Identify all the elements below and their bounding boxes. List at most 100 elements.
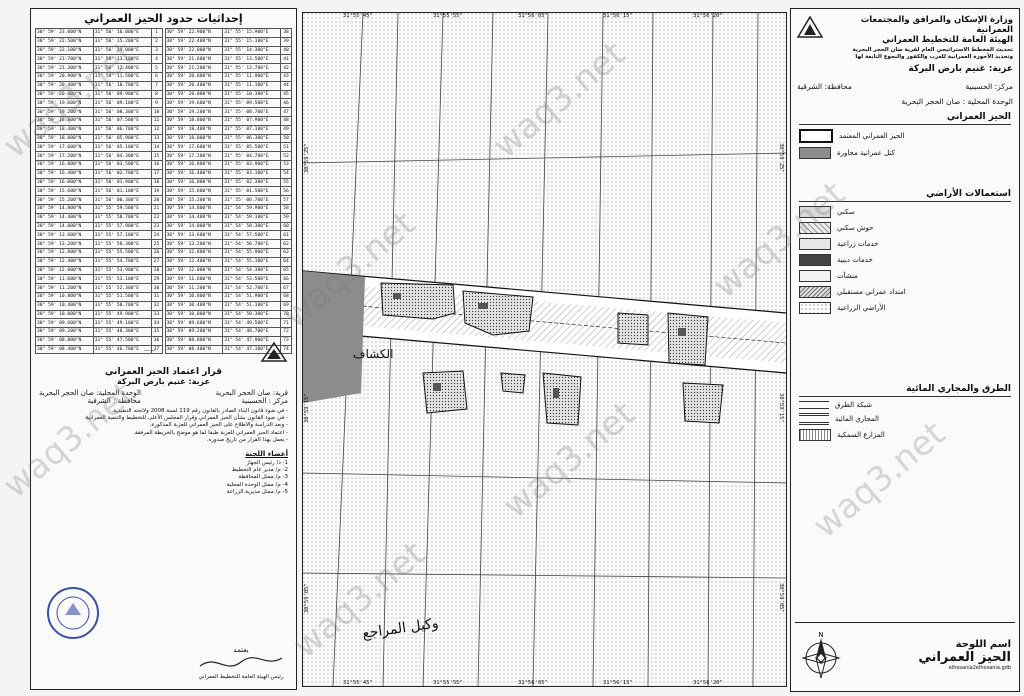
ministry-name: وزارة الإسكان والمرافق والمجتمعات العمرا… <box>860 15 1013 35</box>
decree-paragraph: - في ضوء القانون بشأن الحيز العمراني وقر… <box>84 415 288 422</box>
bottom-tick: 31°56'05" <box>518 680 548 686</box>
map-panel[interactable]: الكشاف وكيل المراجع 31°55'45" 31°55'55" … <box>302 12 787 687</box>
canal-label: الكشاف <box>353 347 393 361</box>
legend-item: امتداد عمراني مستقبلي <box>799 286 1011 299</box>
left-panel: إحداثيات حدود الحيز العمراني 30° 59' 23.… <box>30 8 297 690</box>
committee-member: 1- د/ رئيس الجهاز <box>246 460 288 467</box>
decree-info-left-1: الوحدة المحلية: صان الحجر البحرية <box>39 389 141 397</box>
roads-title: الطرق والمجاري المائية <box>799 384 1011 398</box>
right-tick: 30°59'15" <box>778 393 785 423</box>
top-tick: 31°55'55" <box>433 13 463 19</box>
committee-member: 3- م/ ممثل المحافظة <box>238 474 288 481</box>
agri-services-swatch <box>799 238 831 251</box>
decree-section: —— قرار اعتماد الحيز العمراني عزبة: غنيم… <box>31 337 296 689</box>
bottom-tick: 31°56'20" <box>693 680 723 686</box>
legend-item: حوش سكني <box>799 222 1011 235</box>
legend-item: سكني <box>799 206 1011 219</box>
signature-label: يعتمد <box>233 645 249 654</box>
committee-title: أعضاء اللجنة <box>245 450 288 459</box>
village-name: عزبة: غنيم بارض البركة <box>908 64 1013 75</box>
legend-item: الحيز العمراني المعتمد <box>799 129 1011 144</box>
left-tick: 30°59'05" <box>304 583 310 613</box>
legend-item: شبكة الطرق <box>799 401 1011 410</box>
coords-title: إحداثيات حدود الحيز العمراني <box>84 12 243 25</box>
signature-name: رئيس الهيئة العامة للتخطيط العمراني <box>198 673 284 680</box>
committee-member: 4- م/ ممثل الوحدة المحلية <box>226 481 288 488</box>
religious-services-swatch <box>799 254 831 267</box>
bottom-tick: 31°56'15" <box>603 680 633 686</box>
bottom-tick: 31°55'55" <box>433 680 463 686</box>
legend-item: المجاري المائية <box>799 413 1011 426</box>
decree-paragraph: - يعمل بهذا القرار من تاريخ صدوره. <box>206 436 288 443</box>
decree-paragraph: - اعتماد الحيز العمراني للعزبة طبقا لما … <box>133 429 288 436</box>
markaz: مركز: الحسينية <box>965 82 1014 92</box>
residential-swatch <box>799 206 831 219</box>
decree-village: عزبة: غنيم بارض البركة <box>117 377 210 386</box>
legend-item: خدمات دينية <box>799 254 1011 267</box>
decree-info-right-2: مركز : الحسينية <box>241 397 288 405</box>
decree-paragraph: - في ضوء قانون البناء الصادر بالقانون رق… <box>111 408 289 414</box>
adjacent-urban-block <box>303 271 365 403</box>
project-line-1: تحديث المخطط الاستراتيجي العام لقرية صان… <box>852 47 1013 53</box>
local-unit: الوحدة المحلية : صان الحجر البحرية <box>901 97 1013 107</box>
future-extension-swatch <box>799 286 831 299</box>
governorate: محافظة: الشرقية <box>797 82 852 92</box>
fish-farms-swatch <box>799 429 831 442</box>
map-canvas[interactable]: الكشاف وكيل المراجع <box>303 13 786 686</box>
north-label: N <box>818 631 823 639</box>
signature-icon <box>199 656 283 667</box>
sheet-name: الحيز العمراني <box>918 650 1011 665</box>
agricultural-swatch <box>799 302 831 315</box>
building-details <box>393 293 686 398</box>
decree-paragraph: - وبعد الدراسة والاطلاع على الحيز العمرا… <box>149 422 288 429</box>
committee-member: 2- م/ مدير عام التخطيط <box>231 467 288 474</box>
residential-yard-swatch <box>799 222 831 235</box>
waterways-swatch <box>799 413 829 426</box>
decree-title: قرار اعتماد الحيز العمراني <box>104 367 223 377</box>
bottom-tick: 31°55'45" <box>343 680 373 686</box>
approved-area-swatch <box>799 129 833 144</box>
